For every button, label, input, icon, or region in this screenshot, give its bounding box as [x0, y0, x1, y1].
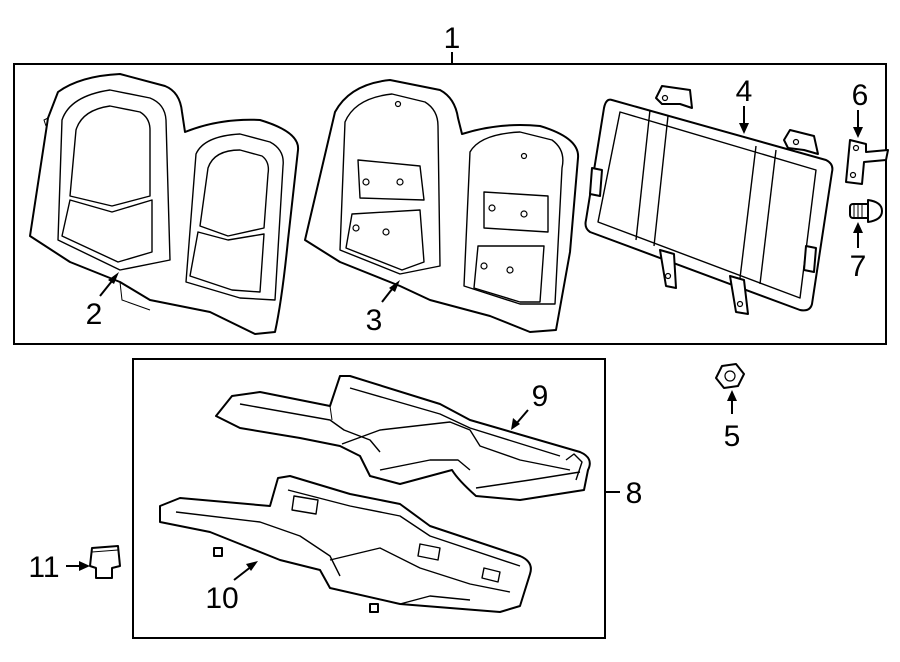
callout-6: 6 [852, 79, 869, 112]
callout-3: 3 [366, 304, 383, 337]
callout-11: 11 [28, 551, 59, 584]
callout-5: 5 [724, 420, 741, 453]
seatback-frame-illustration[interactable] [584, 85, 834, 315]
cushion-cover-illustration[interactable] [215, 375, 591, 501]
callout-7-arrowhead [853, 222, 863, 233]
callout-10-leader [233, 565, 253, 581]
callout-9: 9 [532, 380, 549, 413]
callout-8: 8 [626, 477, 643, 510]
callout-1: 1 [444, 22, 461, 55]
seatback-group-box [13, 63, 887, 345]
cushion-pad-illustration[interactable] [159, 475, 532, 613]
nut-illustration[interactable] [715, 363, 745, 389]
clip-illustration[interactable] [89, 545, 121, 579]
seatback-cover-illustration[interactable] [29, 73, 300, 335]
callout-10: 10 [205, 582, 238, 615]
callout-2-arrowhead [108, 272, 119, 284]
callout-5-arrowhead [727, 390, 737, 401]
bracket-illustration[interactable] [845, 139, 889, 185]
callout-9-arrowhead [511, 418, 520, 430]
callout-2: 2 [86, 298, 103, 331]
callout-4-arrowhead [739, 123, 749, 134]
callout-9-leader [515, 409, 529, 425]
callout-6-arrowhead [853, 127, 863, 138]
callout-3-arrowhead [389, 280, 400, 292]
bolt-illustration[interactable] [849, 199, 883, 223]
callout-4: 4 [736, 75, 753, 108]
seatback-pad-illustration[interactable] [304, 79, 580, 333]
callout-7: 7 [850, 250, 867, 283]
cushion-group-box [132, 358, 606, 639]
callout-10-arrowhead [246, 561, 258, 571]
callout-11-arrowhead [79, 561, 90, 571]
